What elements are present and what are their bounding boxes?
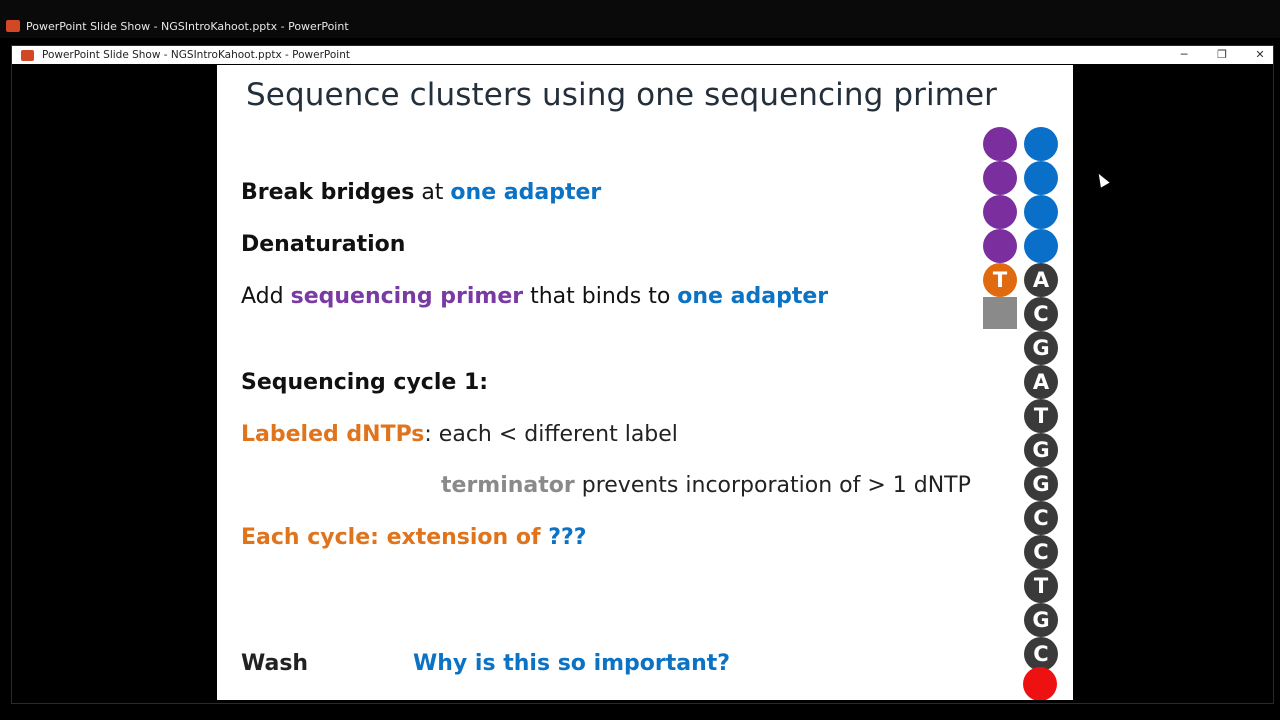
- powerpoint-app-icon: [6, 20, 20, 32]
- inner-title-bar: PowerPoint Slide Show - NGSIntroKahoot.p…: [12, 46, 1273, 64]
- denaturation-line: Denaturation: [241, 232, 406, 257]
- add-text: Add: [241, 284, 291, 309]
- template-nucleotide: A: [1024, 365, 1058, 399]
- adapter-bead: [1024, 161, 1058, 195]
- why-important-text: Why is this so important?: [413, 651, 731, 676]
- incorporated-nucleotide-t: T: [983, 263, 1017, 297]
- one-adapter-text-2: one adapter: [677, 284, 829, 309]
- powerpoint-app-icon: [21, 50, 34, 61]
- sequencing-cycle-heading: Sequencing cycle 1:: [241, 370, 489, 395]
- each-cycle-text: Each cycle: extension of: [241, 525, 549, 550]
- primer-bead: [983, 127, 1017, 161]
- template-nucleotide: C: [1024, 535, 1058, 569]
- outer-title-bar: PowerPoint Slide Show - NGSIntroKahoot.p…: [0, 0, 1280, 38]
- primer-bead: [983, 195, 1017, 229]
- primer-bead: [983, 229, 1017, 263]
- prevents-incorporation-text: prevents incorporation of > 1 dNTP: [574, 473, 971, 498]
- sequencing-primer-text: sequencing primer: [290, 284, 524, 309]
- labeled-dntps-line: Labeled dNTPs: each < different label: [241, 422, 678, 447]
- inner-window-title: PowerPoint Slide Show - NGSIntroKahoot.p…: [42, 49, 350, 61]
- template-nucleotide: C: [1024, 501, 1058, 535]
- template-nucleotide: G: [1024, 331, 1058, 365]
- primer-bead: [983, 161, 1017, 195]
- template-nucleotide: G: [1024, 467, 1058, 501]
- question-marks-text: ???: [548, 525, 587, 550]
- break-bridges-line: Break bridges at one adapter: [241, 180, 601, 205]
- adapter-bead: [1024, 229, 1058, 263]
- outer-window-title: PowerPoint Slide Show - NGSIntroKahoot.p…: [26, 20, 349, 33]
- slide-title: Sequence clusters using one sequencing p…: [246, 77, 997, 113]
- different-label-text: : each < different label: [424, 422, 678, 447]
- terminator-block: [983, 297, 1017, 329]
- wash-text: Wash: [241, 651, 309, 676]
- terminator-line: terminator prevents incorporation of > 1…: [441, 473, 971, 498]
- template-nucleotide: T: [1024, 399, 1058, 433]
- each-cycle-line: Each cycle: extension of ???: [241, 525, 587, 550]
- template-nucleotide: T: [1024, 569, 1058, 603]
- minimize-button[interactable]: ─: [1180, 48, 1188, 61]
- adapter-bead: [1024, 195, 1058, 229]
- break-bridges-text: Break bridges: [241, 180, 415, 205]
- labeled-dntps-text: Labeled dNTPs: [241, 422, 425, 447]
- add-primer-line: Add sequencing primer that binds to one …: [241, 284, 828, 309]
- template-nucleotide: C: [1024, 637, 1058, 671]
- one-adapter-text: one adapter: [450, 180, 602, 205]
- adapter-bead: [1024, 127, 1058, 161]
- template-nucleotide: A: [1024, 263, 1058, 297]
- binds-to-text: that binds to: [523, 284, 678, 309]
- anchor-bead: [1023, 667, 1057, 700]
- terminator-text: terminator: [441, 473, 575, 498]
- at-text: at: [414, 180, 451, 205]
- wash-label: Wash: [241, 651, 308, 676]
- template-nucleotide: G: [1024, 433, 1058, 467]
- close-button[interactable]: ✕: [1255, 48, 1265, 61]
- template-nucleotide: C: [1024, 297, 1058, 331]
- restore-button[interactable]: ❐: [1217, 48, 1227, 61]
- slide-canvas[interactable]: Sequence clusters using one sequencing p…: [217, 65, 1073, 700]
- template-nucleotide: G: [1024, 603, 1058, 637]
